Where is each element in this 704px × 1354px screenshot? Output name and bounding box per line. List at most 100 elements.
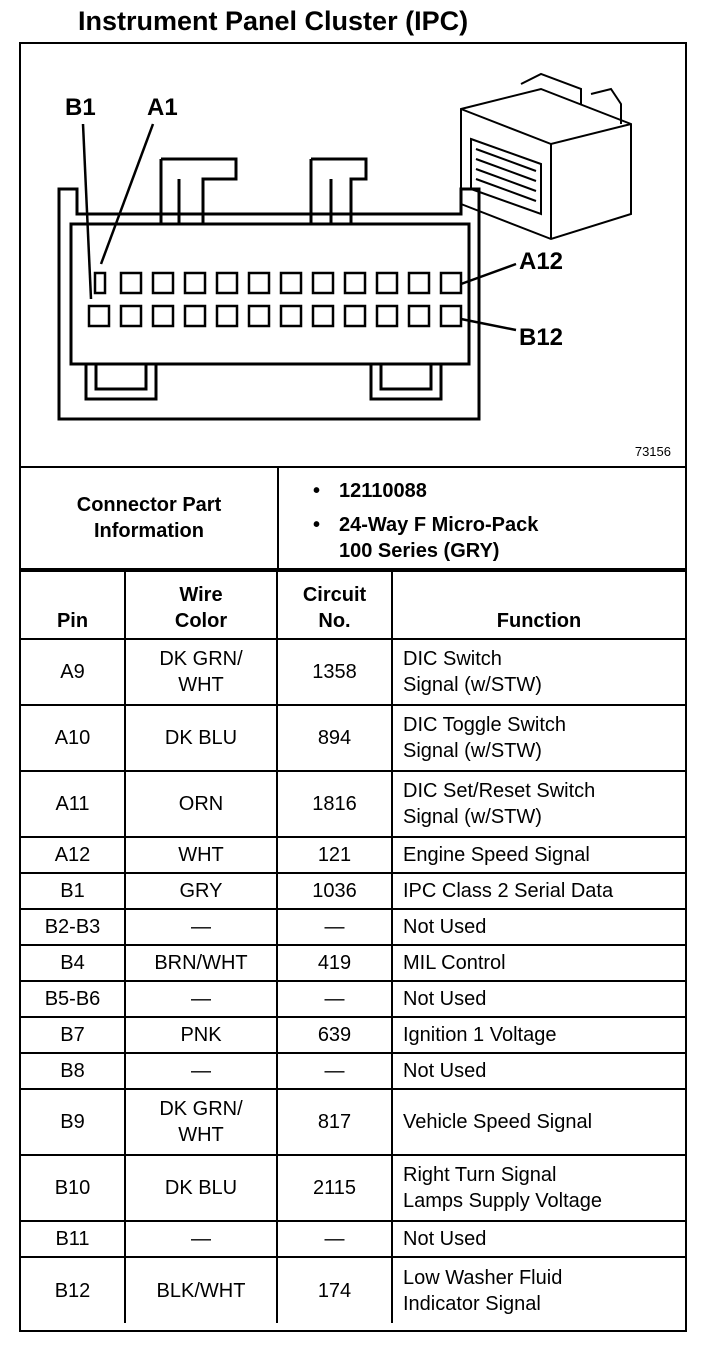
circuit-cell: 639: [276, 1016, 393, 1054]
circuit-cell: 1816: [276, 770, 393, 838]
circuit-cell: 1036: [276, 872, 393, 910]
info-heading: Connector Part Information: [21, 468, 279, 568]
pin-cell: B12: [21, 1256, 126, 1323]
function-cell: Not Used: [391, 1220, 685, 1258]
pin-cavity: [247, 271, 271, 295]
circuit-cell: 174: [276, 1256, 393, 1323]
wire-color-cell: BRN/WHT: [124, 944, 278, 982]
pin-cavity: [343, 271, 367, 295]
pin-cavity: [151, 304, 175, 328]
function-cell: Vehicle Speed Signal: [391, 1088, 685, 1156]
label-b12: B12: [519, 324, 564, 351]
circuit-cell: —: [276, 1052, 393, 1090]
wire-color-cell: DK BLU: [124, 1154, 278, 1222]
table-row: B5-B6——Not Used: [21, 980, 685, 1018]
pin-cavity: [279, 304, 303, 328]
function-cell: Not Used: [391, 1052, 685, 1090]
page-title: Instrument Panel Cluster (IPC): [78, 6, 469, 36]
function-cell: Not Used: [391, 908, 685, 946]
wire-color-cell: —: [124, 908, 278, 946]
circuit-cell: 1358: [276, 638, 393, 706]
circuit-cell: 419: [276, 944, 393, 982]
table-row: B2-B3——Not Used: [21, 908, 685, 946]
connector-drawing: [57, 72, 632, 421]
pin-cavity: [439, 271, 463, 295]
pin-cell: B11: [21, 1220, 126, 1258]
function-cell: Not Used: [391, 980, 685, 1018]
header-circuit: Circuit No.: [276, 570, 393, 640]
wire-color-cell: GRY: [124, 872, 278, 910]
function-cell: Engine Speed Signal: [391, 836, 685, 874]
pin-cell: B8: [21, 1052, 126, 1090]
pin-cavity: [407, 271, 431, 295]
wire-color-cell: PNK: [124, 1016, 278, 1054]
pin-cavity: [247, 304, 271, 328]
pinout-frame: B1 A1 A12 B12 73156 Connector Part Infor…: [19, 42, 687, 1332]
table-row: B11——Not Used: [21, 1220, 685, 1258]
label-a12: A12: [519, 248, 564, 275]
header-wire-color: Wire Color: [124, 570, 278, 640]
wire-color-cell: —: [124, 980, 278, 1018]
connector-type-line2: 100 Series (GRY): [339, 540, 500, 562]
pin-cell: A12: [21, 836, 126, 874]
bullet-icon: •: [313, 480, 321, 502]
function-cell: MIL Control: [391, 944, 685, 982]
wire-color-cell: DK GRN/WHT: [124, 1088, 278, 1156]
wire-color-cell: —: [124, 1220, 278, 1258]
pin-cell: B1: [21, 872, 126, 910]
pin-cell: B2-B3: [21, 908, 126, 946]
pin-cavity: [183, 304, 207, 328]
circuit-cell: —: [276, 1220, 393, 1258]
pin-cavity: [343, 304, 367, 328]
wire-color-cell: BLK/WHT: [124, 1256, 278, 1323]
figure-id: 73156: [634, 444, 671, 459]
wire-color-cell: WHT: [124, 836, 278, 874]
header-pin: Pin: [21, 570, 126, 640]
pin-cavity: [375, 271, 399, 295]
pin-cavity: [151, 271, 175, 295]
circuit-cell: 2115: [276, 1154, 393, 1222]
circuit-cell: —: [276, 908, 393, 946]
circuit-cell: 894: [276, 704, 393, 772]
wire-color-cell: DK GRN/WHT: [124, 638, 278, 706]
pin-cell: B5-B6: [21, 980, 126, 1018]
pin-cell: B4: [21, 944, 126, 982]
label-a1: A1: [147, 94, 178, 121]
info-heading-line1: Connector Part: [76, 494, 222, 516]
circuit-cell: —: [276, 980, 393, 1018]
pin-cavity: [215, 271, 239, 295]
pin-cell: A9: [21, 638, 126, 706]
bullet-icon: •: [313, 514, 321, 536]
pin-cell: B9: [21, 1088, 126, 1156]
pin-cell: A10: [21, 704, 126, 772]
wire-color-cell: —: [124, 1052, 278, 1090]
connector-part-info: Connector Part Information • 12110088 • …: [21, 468, 685, 570]
function-cell: IPC Class 2 Serial Data: [391, 872, 685, 910]
circuit-cell: 817: [276, 1088, 393, 1156]
table-header-row: Pin Wire Color Circuit No. Function: [21, 570, 685, 640]
pin-cavity: [215, 304, 239, 328]
connector-type-line1: 24-Way F Micro-Pack: [339, 514, 539, 536]
pin-cavity: [93, 271, 107, 295]
header-function: Function: [391, 570, 685, 640]
table-row: B8——Not Used: [21, 1052, 685, 1090]
part-number: 12110088: [339, 480, 427, 502]
pin-cavity: [311, 304, 335, 328]
pin-cavity: [183, 271, 207, 295]
label-b1: B1: [65, 94, 96, 121]
pin-cavity: [119, 304, 143, 328]
